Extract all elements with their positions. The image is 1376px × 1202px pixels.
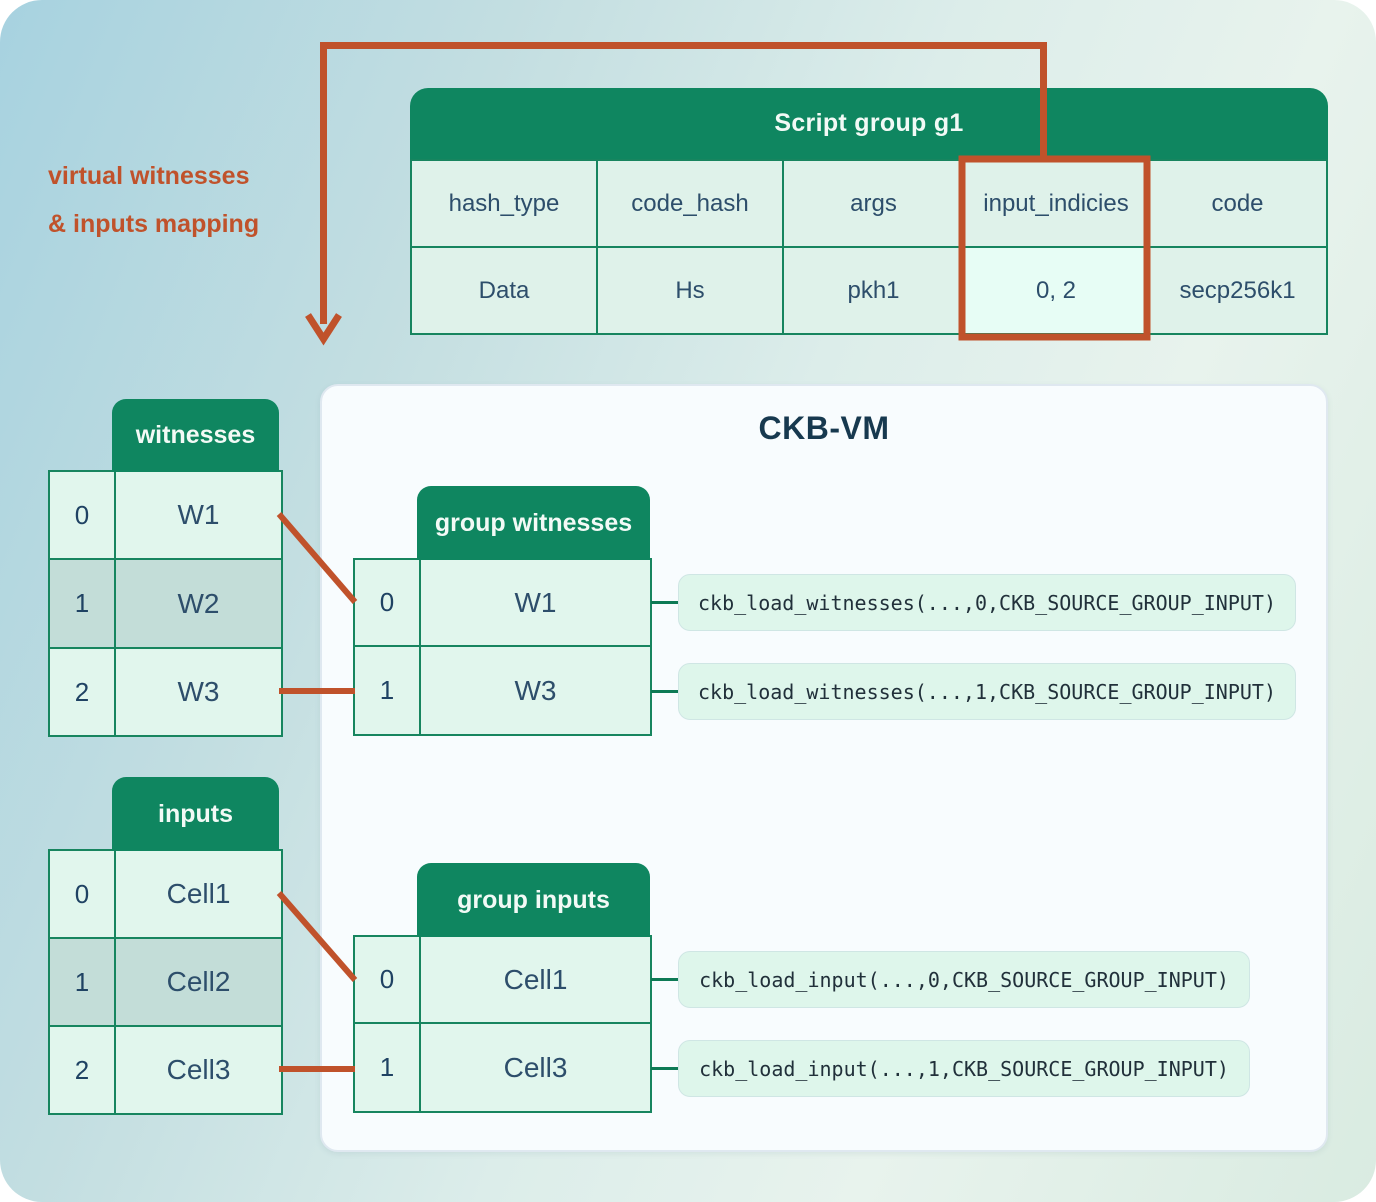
mapping-arrow-head (305, 313, 342, 346)
ckb-vm-panel-title: CKB-VM (758, 410, 890, 446)
inputs-row-1-value: Cell2 (116, 939, 281, 1025)
group-inputs-table: 0 Cell1 1 Cell3 (353, 935, 652, 1113)
group-inputs-row-0-value: Cell1 (421, 937, 650, 1022)
witnesses-row-1-value: W2 (116, 560, 281, 647)
group-witnesses-table-header: group witnesses (417, 486, 650, 560)
witnesses-row-0-index: 0 (50, 472, 114, 558)
value-input-indicies: 0, 2 (965, 248, 1147, 333)
annotation-line-1: virtual witnesses (48, 162, 250, 190)
witnesses-row-0-value: W1 (116, 472, 281, 558)
column-header-input-indicies: input_indicies (965, 161, 1147, 246)
group-witnesses-row-1-index: 1 (355, 647, 419, 734)
inputs-row-1-index: 1 (50, 939, 114, 1025)
column-header-args: args (784, 161, 963, 246)
group-witnesses-row-0-value: W1 (421, 560, 650, 645)
witnesses-row-1-index: 1 (50, 560, 114, 647)
inputs-table-header: inputs (112, 777, 279, 851)
code-snippet-input-0: ckb_load_input(...,0,CKB_SOURCE_GROUP_IN… (678, 951, 1250, 1008)
annotation-line-2: & inputs mapping (48, 210, 260, 238)
inputs-row-2-index: 2 (50, 1027, 114, 1113)
group-witnesses-table: 0 W1 1 W3 (353, 558, 652, 736)
mapping-annotation: virtual witnesses & inputs mapping (48, 152, 259, 248)
group-inputs-row-1-value: Cell3 (421, 1024, 650, 1111)
inputs-table: 0 Cell1 1 Cell2 2 Cell3 (48, 849, 283, 1115)
value-hash-type: Data (412, 248, 596, 333)
code-snippet-input-1: ckb_load_input(...,1,CKB_SOURCE_GROUP_IN… (678, 1040, 1250, 1097)
group-witnesses-row-1-value: W3 (421, 647, 650, 734)
inputs-row-0-value: Cell1 (116, 851, 281, 937)
group-inputs-table-header: group inputs (417, 863, 650, 937)
group-inputs-row-1-index: 1 (355, 1024, 419, 1111)
value-code: secp256k1 (1149, 248, 1326, 333)
code-snippet-witness-1: ckb_load_witnesses(...,1,CKB_SOURCE_GROU… (678, 663, 1296, 720)
witnesses-row-2-value: W3 (116, 649, 281, 735)
value-code-hash: Hs (598, 248, 782, 333)
script-group-table-grid: hash_type code_hash args input_indicies … (410, 159, 1328, 335)
group-witnesses-row-0-index: 0 (355, 560, 419, 645)
group-inputs-row-0-index: 0 (355, 937, 419, 1022)
column-header-code: code (1149, 161, 1326, 246)
column-header-code-hash: code_hash (598, 161, 782, 246)
value-args: pkh1 (784, 248, 963, 333)
witnesses-table-header: witnesses (112, 399, 279, 472)
column-header-hash-type: hash_type (412, 161, 596, 246)
code-snippet-witness-0: ckb_load_witnesses(...,0,CKB_SOURCE_GROU… (678, 574, 1296, 631)
witnesses-row-2-index: 2 (50, 649, 114, 735)
inputs-row-2-value: Cell3 (116, 1027, 281, 1113)
inputs-row-0-index: 0 (50, 851, 114, 937)
witnesses-table: 0 W1 1 W2 2 W3 (48, 470, 283, 737)
script-group-table-title: Script group g1 (410, 88, 1328, 159)
script-group-table: Script group g1 hash_type code_hash args… (410, 88, 1328, 335)
